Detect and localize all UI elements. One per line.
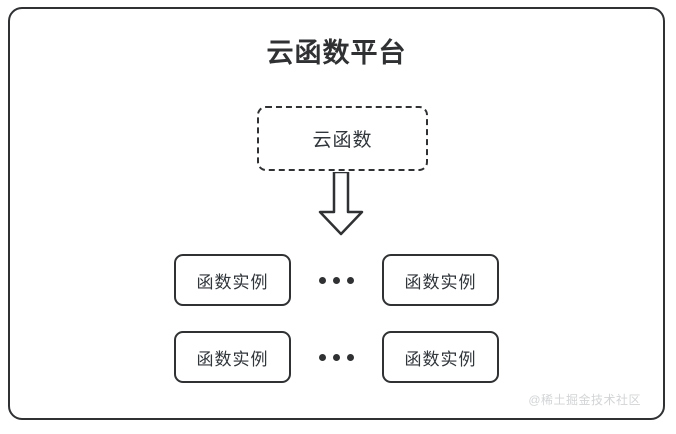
ellipsis-dot — [347, 353, 354, 361]
ellipsis-dot — [333, 276, 340, 284]
ellipsis-dot — [333, 353, 340, 361]
platform-container: 云函数平台 云函数 函数实例 函数实例 函数实例 — [8, 7, 665, 420]
function-instance-label: 函数实例 — [404, 272, 477, 292]
function-instance-node[interactable]: 函数实例 — [382, 331, 499, 383]
function-instance-node[interactable]: 函数实例 — [174, 254, 291, 306]
ellipsis-dot — [319, 353, 326, 361]
cloud-function-label: 云函数 — [312, 130, 373, 151]
function-instance-label: 函数实例 — [196, 272, 269, 292]
instance-row: 函数实例 函数实例 — [10, 331, 663, 383]
ellipsis-dot — [347, 276, 354, 284]
page-title: 云函数平台 — [266, 38, 407, 68]
ellipsis-dot — [319, 276, 326, 284]
function-instance-label: 函数实例 — [404, 349, 477, 369]
function-instance-node[interactable]: 函数实例 — [174, 331, 291, 383]
function-instance-node[interactable]: 函数实例 — [382, 254, 499, 306]
function-instance-label: 函数实例 — [196, 349, 269, 369]
instance-row: 函数实例 函数实例 — [10, 254, 663, 306]
cloud-function-node[interactable]: 云函数 — [257, 106, 428, 171]
ellipsis-indicator — [291, 276, 382, 284]
watermark: @稀土掘金技术社区 — [528, 393, 641, 407]
ellipsis-indicator — [291, 353, 382, 361]
down-arrow-icon — [318, 172, 364, 236]
